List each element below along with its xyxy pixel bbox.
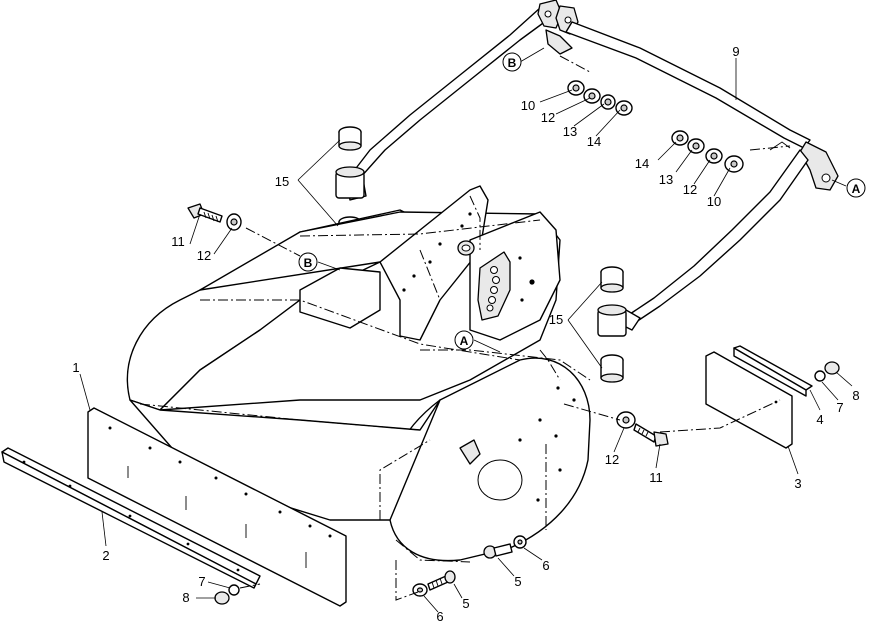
callout-12: 12 xyxy=(683,182,697,197)
reference-b-mid: B xyxy=(298,252,318,272)
callout-5: 5 xyxy=(514,574,521,589)
callout-12: 12 xyxy=(197,248,211,263)
callout-6: 6 xyxy=(436,609,443,624)
front-strip xyxy=(1,447,261,589)
reference-label: B xyxy=(508,56,517,70)
callout-5: 5 xyxy=(462,596,469,611)
washer-stack-upper xyxy=(567,80,633,116)
reference-b-top: B xyxy=(502,52,522,72)
callout-10: 10 xyxy=(521,98,535,113)
callout-1: 1 xyxy=(72,360,79,375)
reference-label: A xyxy=(852,182,861,196)
callout-7: 7 xyxy=(198,574,205,589)
reference-label: B xyxy=(304,256,313,270)
callout-10: 10 xyxy=(707,194,721,209)
washer-upper-left xyxy=(226,213,242,231)
lockwasher-right xyxy=(814,370,826,382)
callout-11: 11 xyxy=(171,234,185,249)
reference-label: A xyxy=(460,334,469,348)
reference-a-mid: A xyxy=(454,330,474,350)
callout-3: 3 xyxy=(794,476,801,491)
washer-lower-mid xyxy=(513,535,527,549)
callout-15: 15 xyxy=(275,174,289,189)
mower-body xyxy=(126,185,591,563)
callout-8: 8 xyxy=(852,388,859,403)
bolt-upper-left xyxy=(187,203,223,223)
callout-11: 11 xyxy=(649,470,663,485)
nut-right xyxy=(824,361,840,375)
washer-lower-left xyxy=(412,583,428,597)
callout-numbers: 1 2 3 4 5 5 6 6 7 7 8 8 9 10 10 11 11 12… xyxy=(72,44,859,624)
callout-12: 12 xyxy=(605,452,619,467)
callout-4: 4 xyxy=(816,412,823,427)
front-plate xyxy=(87,407,347,607)
lockwasher-lower-left xyxy=(228,584,240,596)
bolt-lower-left xyxy=(427,570,456,591)
callout-13: 13 xyxy=(563,124,577,139)
reference-a-right: A xyxy=(846,178,866,198)
bolt-lower-mid xyxy=(483,543,513,559)
washer-stack-right xyxy=(671,130,744,173)
washer-right xyxy=(616,411,636,429)
callout-15: 15 xyxy=(549,312,563,327)
callout-2: 2 xyxy=(102,548,109,563)
rear-strip xyxy=(733,345,813,397)
bolt-right xyxy=(633,423,669,447)
callout-8: 8 xyxy=(182,590,189,605)
callout-13: 13 xyxy=(659,172,673,187)
leader-lines xyxy=(79,47,853,613)
bushing-set-right xyxy=(597,266,627,383)
rear-plate xyxy=(705,351,793,449)
callout-14: 14 xyxy=(587,134,601,149)
callout-12: 12 xyxy=(541,110,555,125)
callout-7: 7 xyxy=(836,400,843,415)
nut-lower-left xyxy=(214,591,230,605)
callout-6: 6 xyxy=(542,558,549,573)
callout-14: 14 xyxy=(635,156,649,171)
callout-9: 9 xyxy=(732,44,739,59)
